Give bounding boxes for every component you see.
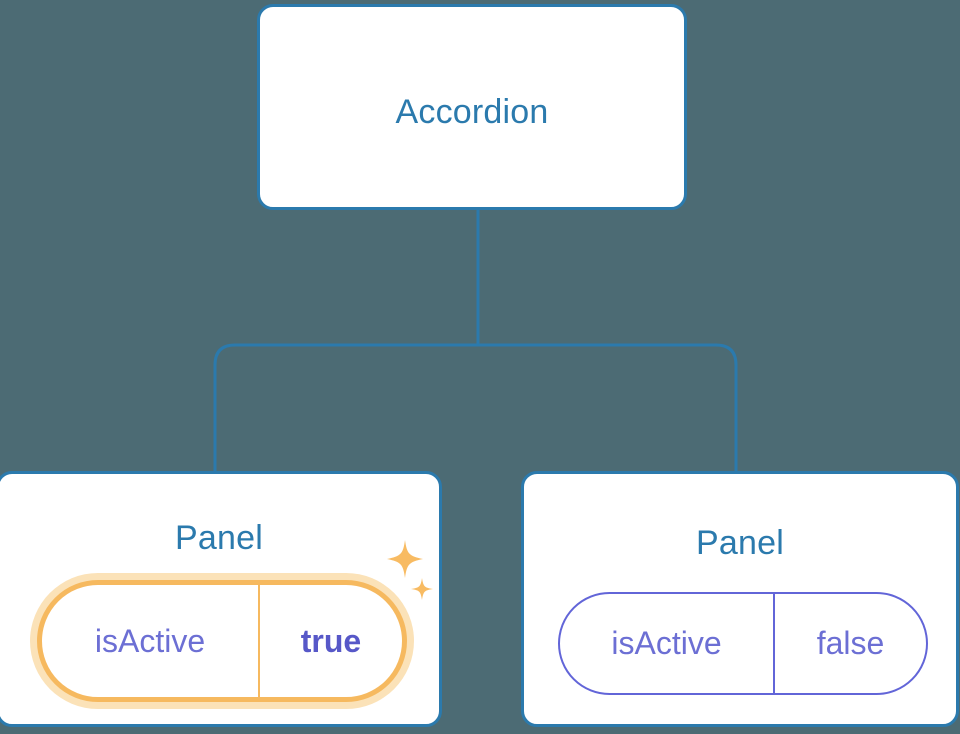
node-accordion[interactable]: Accordion <box>257 4 687 210</box>
prop-pill-value: false <box>816 625 885 661</box>
node-panel-left[interactable]: Panel isActive true <box>0 471 442 727</box>
node-accordion-title: Accordion <box>395 93 549 131</box>
prop-pill-key: isActive <box>42 585 260 697</box>
prop-pill-value: true <box>300 622 362 659</box>
prop-pill-isactive-false[interactable]: isActive false <box>558 592 928 695</box>
node-panel-right-title: Panel <box>696 524 784 562</box>
node-panel-left-title: Panel <box>175 519 263 557</box>
prop-pill-key: isActive <box>560 594 775 693</box>
node-panel-right[interactable]: Panel isActive false <box>521 471 959 727</box>
prop-pill-highlight-wrapper: isActive true <box>31 574 413 708</box>
prop-pill-isactive-true[interactable]: isActive true <box>37 580 407 702</box>
